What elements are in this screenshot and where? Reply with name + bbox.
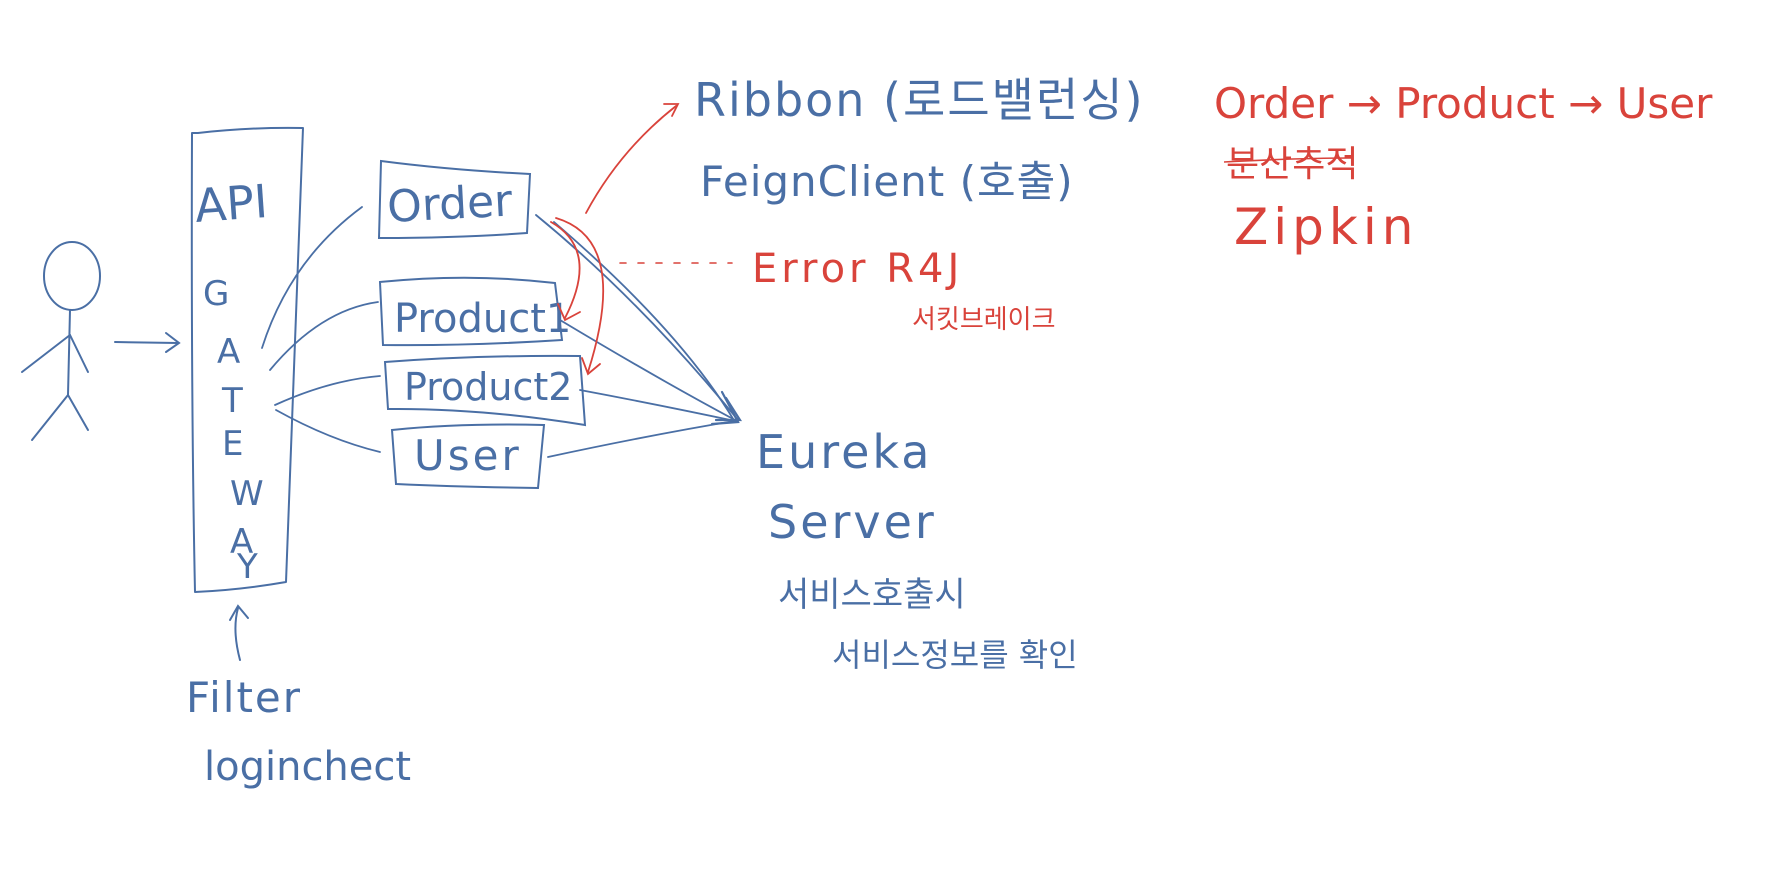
eureka-server-label: Server <box>768 495 937 549</box>
gateway-service-links <box>261 206 381 453</box>
eureka-arrowhead <box>710 390 743 426</box>
gateway-letter: E <box>222 424 243 464</box>
tracing-title: 분산추적 <box>1226 144 1358 185</box>
error-sublabel: 서킷브레이크 <box>912 305 1056 335</box>
service-user: User <box>390 423 546 490</box>
gateway-letter: Y <box>236 547 258 587</box>
ribbon-arrow <box>585 103 680 214</box>
service-product2-label: Product2 <box>404 365 572 409</box>
service-product2-box <box>383 354 587 427</box>
service-order-box <box>377 159 532 240</box>
tracing-tool: Zipkin <box>1234 198 1418 256</box>
gateway-box <box>190 126 304 593</box>
filter-label: Filter <box>186 673 302 722</box>
service-product2: Product2 <box>383 354 587 427</box>
service-order: Order <box>377 159 532 240</box>
gateway-letter: A <box>217 332 240 372</box>
tracing-title-strike <box>1223 157 1353 163</box>
gateway-letter: T <box>221 381 243 421</box>
gateway-letter: W <box>230 474 264 514</box>
ribbon-label: Ribbon (로드밸런싱) <box>694 73 1145 127</box>
gateway-api-label: API <box>193 174 269 233</box>
service-user-box <box>390 423 546 490</box>
service-product1: Product1 <box>378 276 571 347</box>
filter-arrow <box>229 604 249 661</box>
service-user-label: User <box>414 431 522 480</box>
error-label: Error R4J <box>752 246 963 292</box>
eureka-note-1: 서비스호출시 <box>778 575 966 615</box>
service-product1-label: Product1 <box>394 296 571 342</box>
eureka-note-2: 서비스정보를 확인 <box>832 636 1078 674</box>
gateway-letter: G <box>203 274 229 314</box>
gateway-letter: A <box>230 522 253 562</box>
filter-sublabel: loginchect <box>204 744 411 790</box>
tracing-chain: Order → Product → User <box>1214 79 1713 128</box>
feign-label: FeignClient (호출) <box>700 157 1074 206</box>
gateway-letters: G A T E W A Y <box>203 274 264 587</box>
service-order-label: Order <box>386 175 514 233</box>
eureka-label: Eureka <box>756 425 932 479</box>
stick-figure-icon <box>21 241 101 441</box>
load-balancing-arrows <box>550 217 605 376</box>
user-to-gateway-arrow <box>114 332 181 353</box>
service-product1-box <box>378 276 564 347</box>
